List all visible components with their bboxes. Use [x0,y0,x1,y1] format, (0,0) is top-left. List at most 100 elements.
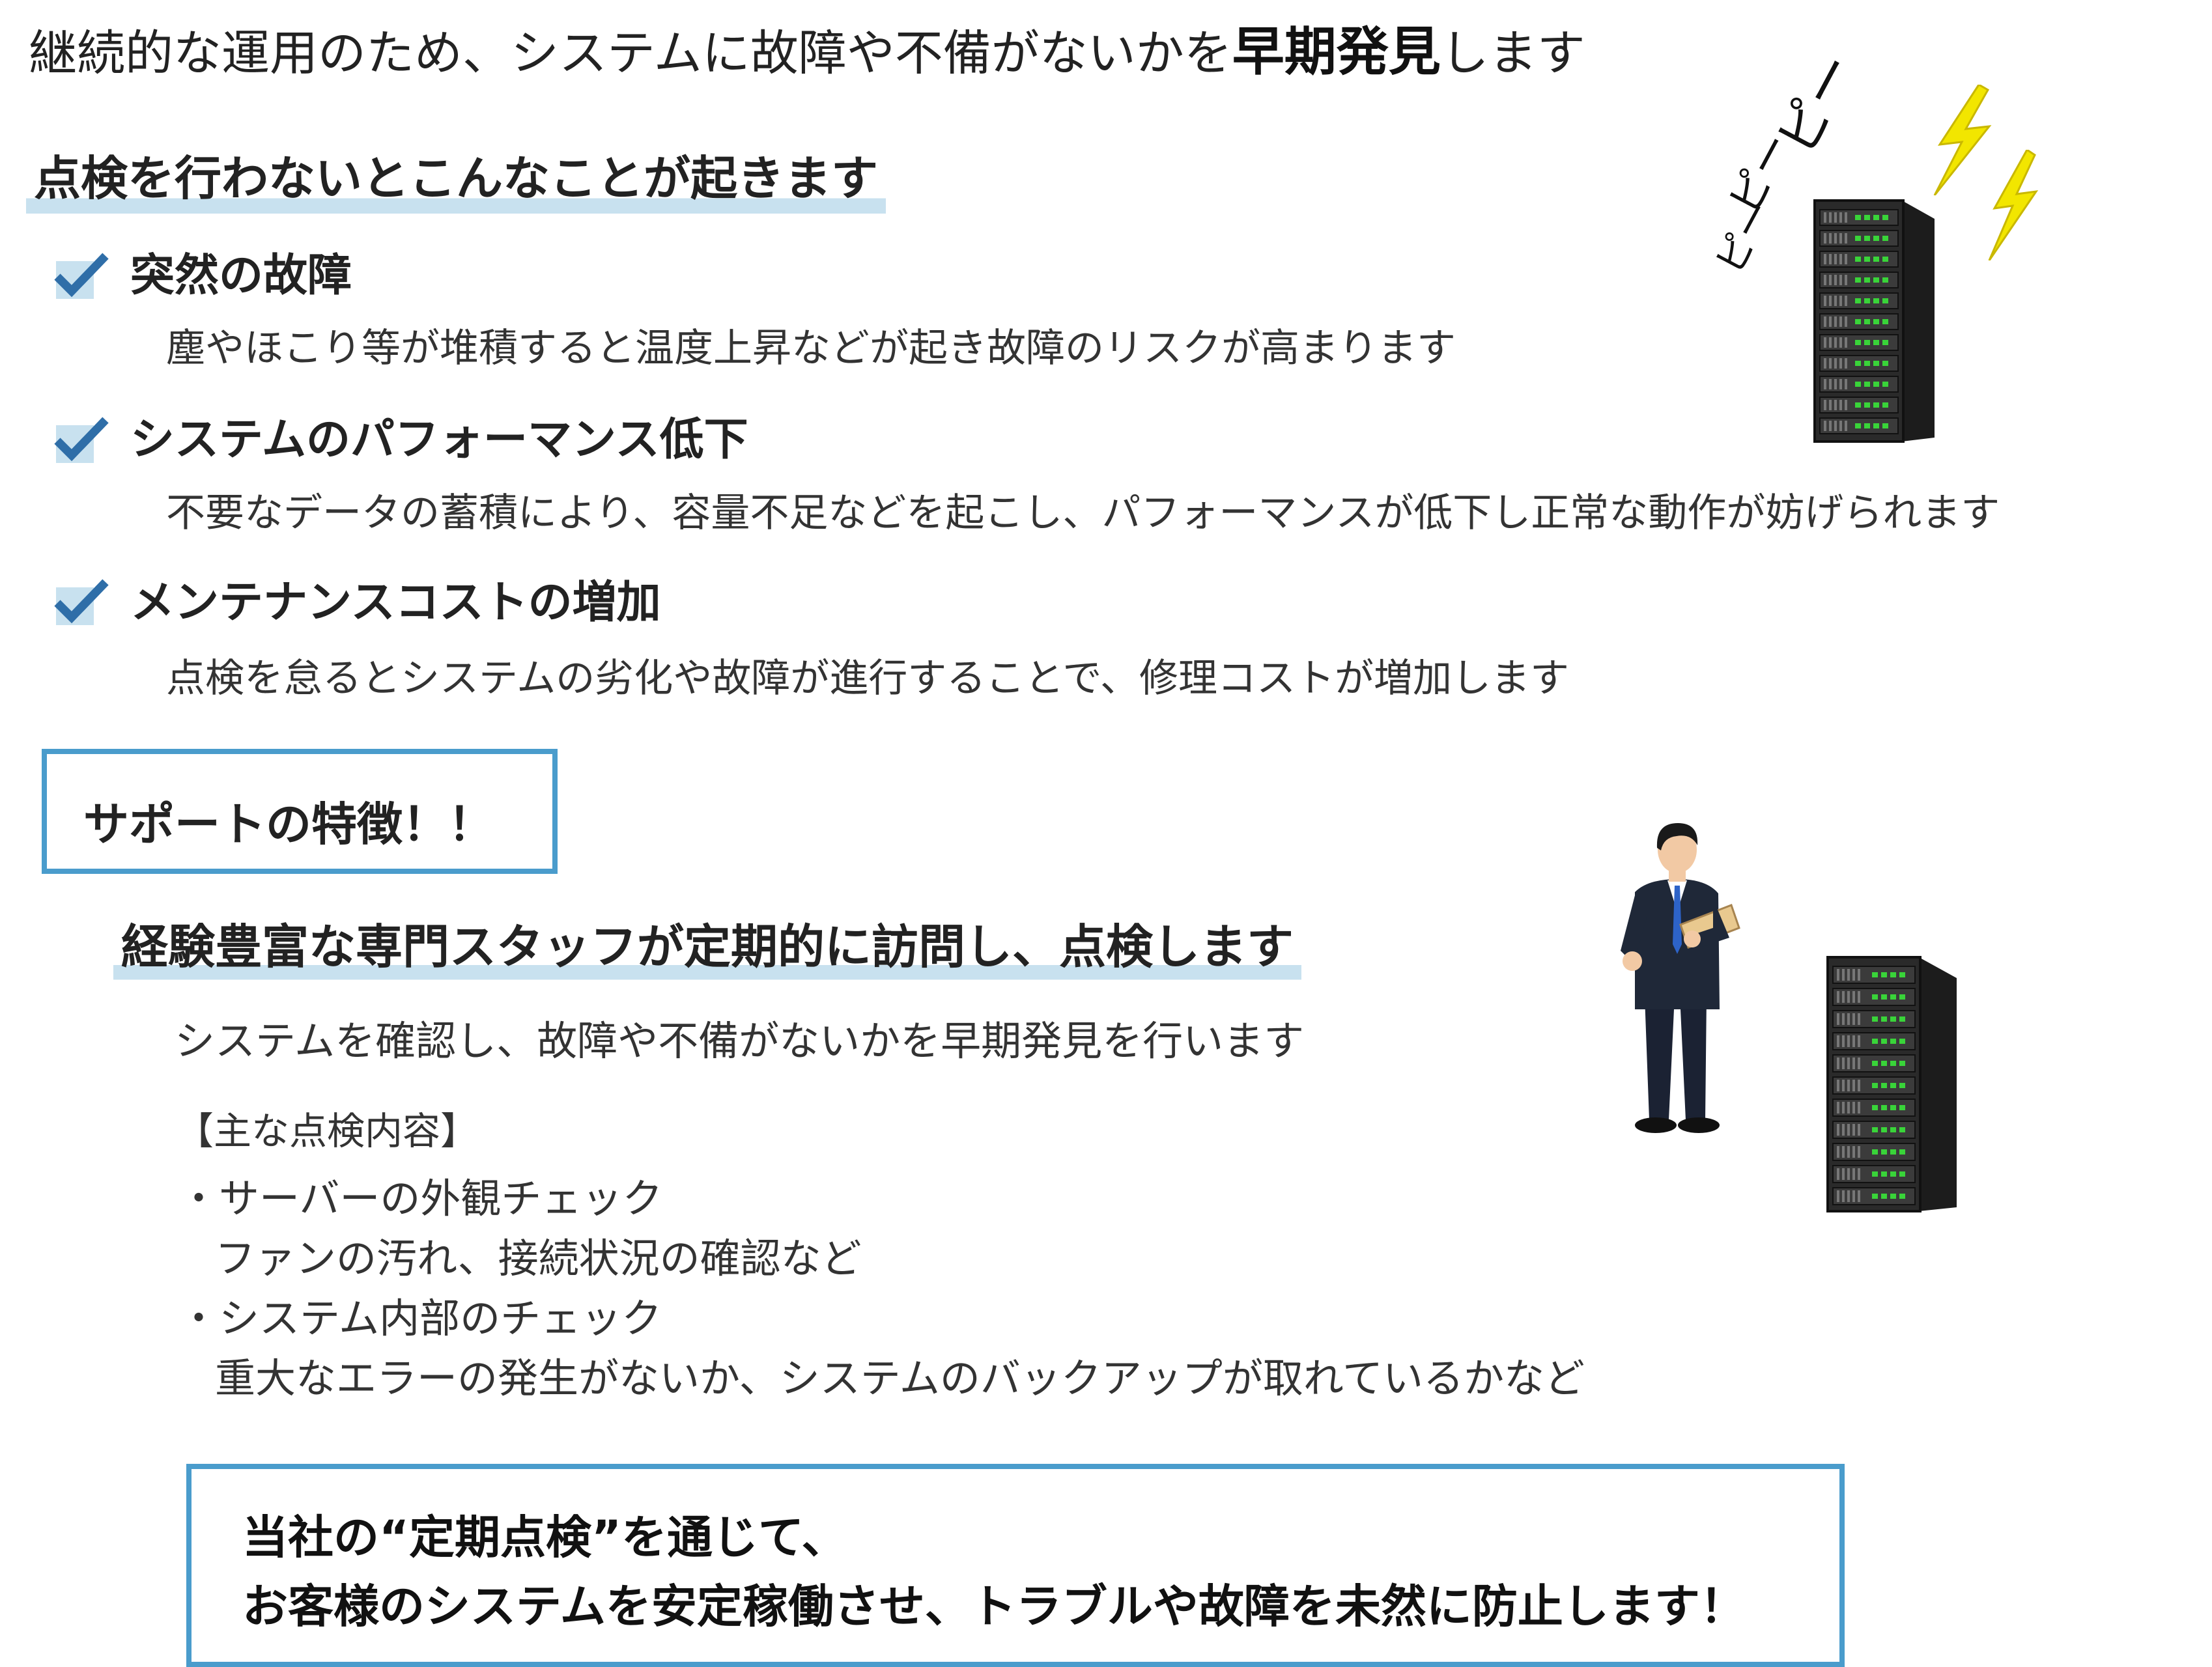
server-vent [1847,1190,1850,1202]
server-vent [1858,969,1860,981]
server-led [1899,1016,1905,1022]
intro-prefix: 継続的な運用のため、システムに故障や不備がないかを [29,25,1232,81]
bullet: ・ [178,1175,220,1222]
server-vent [1858,1146,1860,1158]
server-led [1872,994,1878,1000]
server-led [1873,236,1879,241]
server-vent [1829,275,1832,285]
server-led [1882,298,1888,303]
server-vent [1842,969,1845,981]
server-led [1873,298,1879,303]
server-led [1873,361,1879,366]
server-vent [1842,1102,1845,1114]
server-led [1899,1194,1905,1199]
server-vent [1847,1035,1850,1047]
server-vent [1847,1080,1850,1091]
server-led [1864,361,1870,366]
server-led [1881,994,1887,1000]
server-led [1864,236,1870,241]
server-vent [1834,233,1837,244]
server-led [1882,340,1888,345]
server-led [1855,361,1861,366]
risk-description: 点検を怠るとシステムの劣化や故障が進行することで、修理コストが増加します [166,656,1569,701]
intro-suffix: します [1440,25,1585,81]
server-vent [1837,991,1839,1003]
server-led [1872,1105,1878,1110]
server-led [1873,277,1879,283]
server-vent [1837,1124,1839,1136]
server-vent [1858,1058,1860,1069]
server-vent [1847,1168,1850,1180]
server-vent [1842,1080,1845,1091]
server-vent [1829,296,1832,306]
server-led [1864,257,1870,262]
conclusion-line: 当社の“定期点検”を通じて、 [242,1511,847,1564]
server-led [1864,382,1870,387]
server-vent [1824,212,1826,223]
server-vent [1858,1190,1860,1202]
server-led [1890,1061,1896,1066]
server-vent [1858,991,1860,1003]
server-led [1855,277,1861,283]
inspection-item: ・サーバーの外観チェック [178,1179,662,1219]
server-led [1882,236,1888,241]
server-vent [1829,254,1832,264]
server-led [1864,402,1870,408]
server-vent [1824,400,1826,410]
server-led [1873,423,1879,428]
server-vent [1837,1013,1839,1025]
server-vent [1837,969,1839,981]
server-vent [1837,1102,1839,1114]
server-vent [1824,275,1826,285]
server-led [1872,1171,1878,1177]
server-vent [1852,1190,1855,1202]
server-vent [1829,233,1832,244]
server-vent [1824,316,1826,327]
risks-heading: 点検を行わないとこんなことが起きます [26,155,886,219]
server-vent [1858,1013,1860,1025]
server-vent [1842,1013,1845,1025]
server-led [1881,972,1887,977]
server-led [1882,402,1888,408]
server-vent [1824,337,1826,348]
server-slot [1832,1143,1916,1161]
server-led [1872,1061,1878,1066]
server-vent [1842,1146,1845,1158]
server-led [1899,1083,1905,1088]
server-vent [1839,296,1842,306]
server-led [1881,1149,1887,1155]
server-led [1882,382,1888,387]
server-led [1899,972,1905,977]
server-vent [1852,991,1855,1003]
server-led [1864,298,1870,303]
server-led [1872,1016,1878,1022]
server-led [1873,319,1879,324]
server-vent [1845,233,1847,244]
server-vent [1852,1124,1855,1136]
inspection-item-name: サーバーの外観チェック [219,1175,663,1222]
support-description: システムを確認し、故障や不備がないかを早期発見を行います [175,1017,1305,1065]
server-led [1872,972,1878,977]
server-vent [1834,337,1837,348]
server-vent [1824,358,1826,369]
server-vent [1837,1190,1839,1202]
server-led [1873,340,1879,345]
server-led [1882,257,1888,262]
server-vent [1847,991,1850,1003]
checkmark-icon [54,579,109,625]
server-vent [1845,379,1847,389]
server-vent [1847,1058,1850,1069]
server-led [1855,257,1861,262]
server-led [1864,319,1870,324]
server-vent [1845,316,1847,327]
server-vent [1839,379,1842,389]
inspection-item-name: システム内部のチェック [219,1295,662,1342]
server-icon [1826,956,1957,1212]
server-led [1872,1194,1878,1199]
server-vent [1852,1146,1855,1158]
server-vent [1852,1013,1855,1025]
server-led [1873,382,1879,387]
server-vent [1839,316,1842,327]
server-led [1881,1016,1887,1022]
server-vent [1834,254,1837,264]
